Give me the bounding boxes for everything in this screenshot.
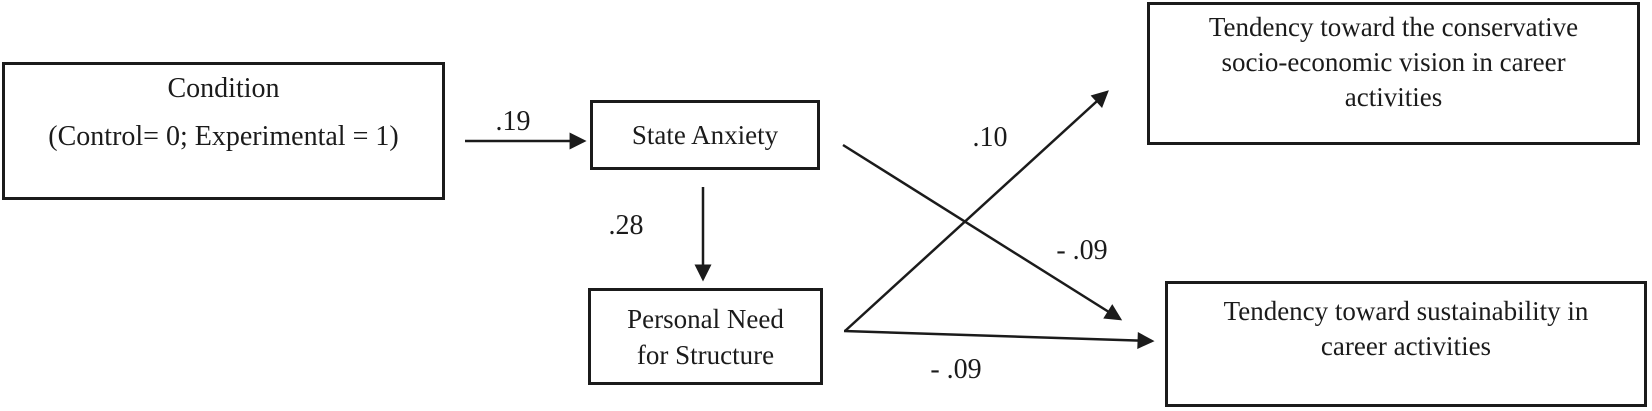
arrow-personal-need-to-sustainability <box>843 329 1155 350</box>
coefficient-state-anxiety-to-sustainability: - .09 <box>1056 235 1108 266</box>
coefficient-personal-need-to-conservative: .10 <box>972 122 1008 153</box>
pns-label-line2: for Structure <box>636 339 775 370</box>
arrow-personal-need-to-conservative <box>844 90 1109 332</box>
arrow-state-anxiety-to-sustainability <box>842 143 1123 321</box>
state-anxiety-box: State Anxiety <box>590 100 820 170</box>
conservative-vision-box: Tendency toward the conservative socio-e… <box>1147 2 1640 145</box>
conservative-label-line3: activities <box>1344 82 1443 112</box>
coefficient-state-anxiety-to-personal-need: .28 <box>608 210 644 241</box>
sustainability-box: Tendency toward sustainability in career… <box>1165 281 1647 407</box>
sustainability-label-line2: career activities <box>1320 331 1492 361</box>
condition-label-line1: Condition <box>167 73 280 104</box>
coefficient-condition-to-state-anxiety: .19 <box>495 106 531 137</box>
personal-need-for-structure-box: Personal Need for Structure <box>588 288 823 385</box>
state-anxiety-label: State Anxiety <box>631 119 779 150</box>
coefficient-personal-need-to-sustainability: - .09 <box>930 354 982 385</box>
condition-label-line2: (Control= 0; Experimental = 1) <box>48 121 399 152</box>
conservative-label-line2: socio-economic vision in career <box>1221 47 1566 77</box>
pns-label-line1: Personal Need <box>627 303 784 334</box>
conservative-label-line1: Tendency toward the conservative <box>1208 12 1579 42</box>
condition-box: Condition (Control= 0; Experimental = 1) <box>2 62 445 200</box>
sustainability-label-line1: Tendency toward sustainability in <box>1223 296 1589 326</box>
